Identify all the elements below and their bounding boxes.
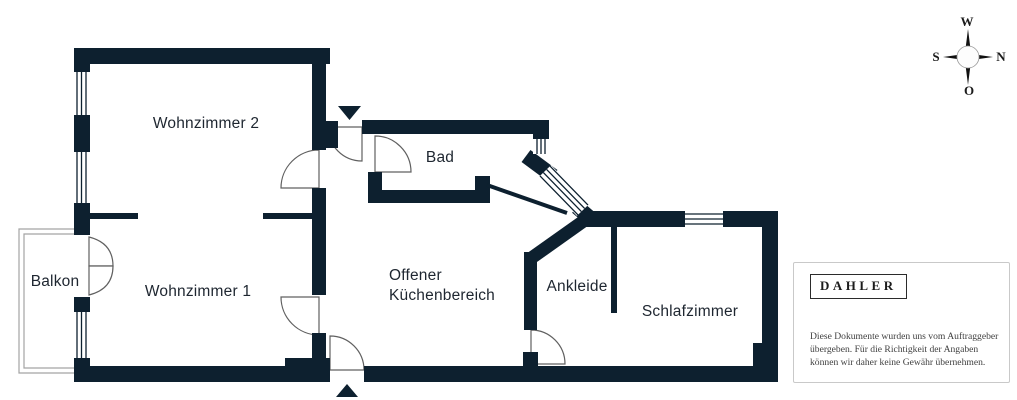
room-label-bad: Bad — [425, 149, 455, 166]
windows — [74, 72, 723, 358]
disclaimer-text: Diese Dokumente wurden uns vom Auftragge… — [810, 331, 998, 369]
window-schlafzimmer-top — [685, 211, 723, 227]
dahler-logo: DAHLER — [810, 274, 907, 299]
door-balcony-upper — [88, 236, 114, 267]
disclaimer-line-2: übergeben. Für die Richtigkeit der Angab… — [810, 343, 979, 355]
compass-east-label: O — [964, 83, 974, 98]
room-label-kueche: Offener Küchenbereich — [389, 266, 495, 306]
room-label-ankleide: Ankleide — [546, 278, 608, 295]
door-wohnzimmer2 — [280, 149, 320, 189]
room-label-schlafzimmer: Schlafzimmer — [641, 303, 739, 320]
compass-south-label: S — [932, 49, 939, 64]
entrance-arrow-top — [338, 106, 361, 120]
entrance-arrow-bottom — [336, 384, 358, 397]
compass-west-label: W — [961, 14, 974, 29]
window-diagonal — [538, 165, 590, 216]
disclaimer-card: DAHLER Diese Dokumente wurden uns vom Au… — [793, 262, 1010, 383]
disclaimer-line-3: können wir daher keine Gewähr übernehmen… — [810, 356, 986, 368]
compass-rose: W S N O — [932, 14, 1006, 98]
entrance-arrows — [336, 106, 361, 397]
door-entrance-bottom — [329, 335, 365, 371]
compass-north-label: N — [996, 49, 1006, 64]
door-balcony-lower — [88, 265, 114, 296]
window-left-1 — [74, 72, 90, 115]
window-bad-right — [533, 139, 549, 154]
door-arcs — [88, 126, 566, 371]
door-wohnzimmer1 — [280, 296, 320, 336]
walls — [74, 48, 778, 382]
door-bad — [374, 135, 412, 173]
disclaimer-line-1: Diese Dokumente wurden uns vom Auftragge… — [810, 331, 999, 342]
room-label-kueche-line1: Offener — [389, 267, 442, 284]
door-ankleide — [530, 329, 566, 365]
room-label-kueche-line2: Küchenbereich — [389, 287, 496, 304]
window-left-3 — [74, 312, 90, 358]
room-label-wohnzimmer-1: Wohnzimmer 1 — [144, 283, 252, 300]
compass-circle — [956, 45, 980, 69]
window-left-2 — [74, 152, 90, 203]
balcony-outline — [18, 228, 74, 374]
room-label-balkon: Balkon — [30, 273, 80, 290]
room-label-wohnzimmer-2: Wohnzimmer 2 — [152, 115, 260, 132]
